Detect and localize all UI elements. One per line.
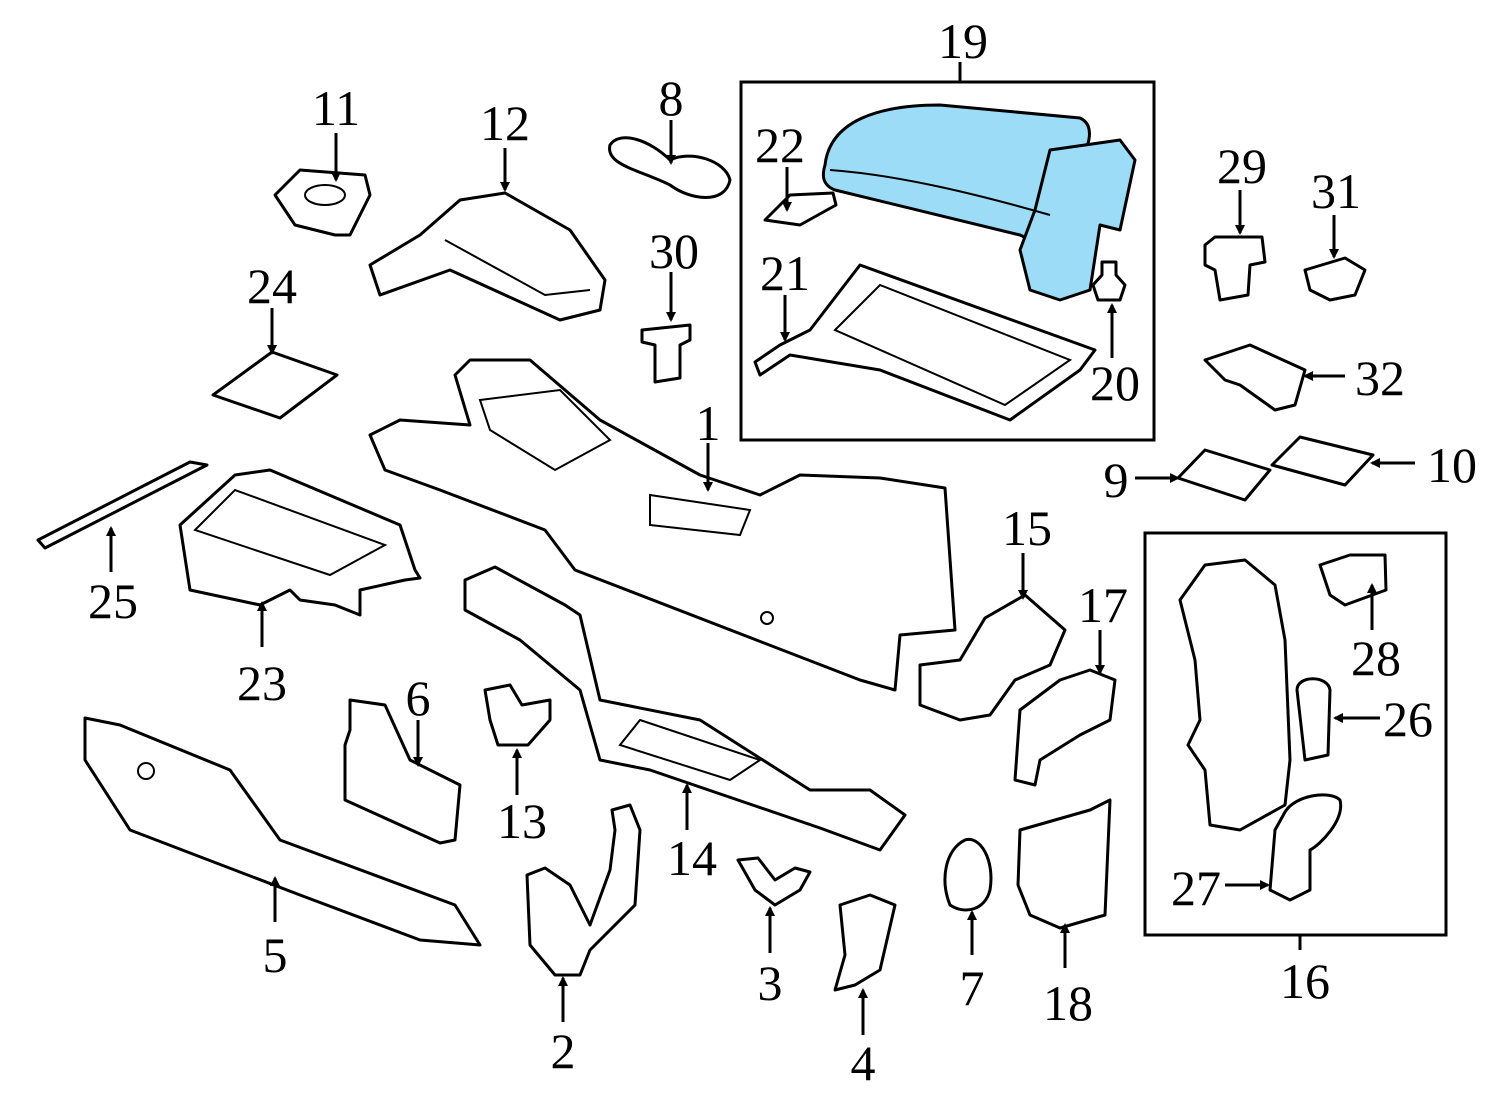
label-19: 19 xyxy=(938,13,988,69)
part-4-duct[interactable] xyxy=(833,893,897,992)
part-16-panel[interactable] xyxy=(1178,558,1292,832)
label-25: 25 xyxy=(88,573,138,629)
label-18: 18 xyxy=(1043,975,1093,1031)
label-15: 15 xyxy=(1002,500,1052,556)
group-box-16 xyxy=(1143,531,1448,937)
part-15-duct[interactable] xyxy=(918,593,1067,722)
label-8: 8 xyxy=(659,70,684,126)
part-2-bracket[interactable] xyxy=(525,803,642,977)
label-31: 31 xyxy=(1311,163,1361,219)
part-28-switch[interactable] xyxy=(1318,553,1388,607)
label-7: 7 xyxy=(960,960,985,1016)
part-1-console[interactable] xyxy=(368,358,957,692)
part-10-pad[interactable] xyxy=(1270,435,1375,487)
label-4: 4 xyxy=(851,1035,876,1091)
part-23-bin[interactable] xyxy=(178,468,422,617)
label-10: 10 xyxy=(1427,437,1477,493)
part-25-trim[interactable] xyxy=(36,460,209,550)
leader-arrows xyxy=(106,120,1415,1035)
part-3-clip[interactable] xyxy=(736,856,812,907)
part-13-clip[interactable] xyxy=(483,683,552,747)
part-21-armrest-base[interactable] xyxy=(753,263,1097,422)
label-22: 22 xyxy=(755,117,805,173)
part-30-switch[interactable] xyxy=(640,323,692,384)
label-6: 6 xyxy=(406,670,431,726)
label-24: 24 xyxy=(247,258,297,314)
label-13: 13 xyxy=(497,793,547,849)
part-18-bracket[interactable] xyxy=(1016,798,1112,930)
part-17-duct[interactable] xyxy=(1013,668,1117,787)
group-box-19 xyxy=(739,80,1156,442)
label-9: 9 xyxy=(1104,452,1129,508)
part-6-bracket[interactable] xyxy=(343,698,462,845)
part-19-armrest-lid[interactable] xyxy=(821,103,1137,302)
part-27-socket[interactable] xyxy=(1268,793,1343,902)
label-30: 30 xyxy=(649,223,699,279)
label-26: 26 xyxy=(1383,691,1433,747)
label-32: 32 xyxy=(1355,350,1405,406)
part-14-bracket[interactable] xyxy=(463,565,907,852)
part-20-clip[interactable] xyxy=(1091,260,1127,302)
label-14: 14 xyxy=(667,830,717,886)
part-32-bracket[interactable] xyxy=(1203,343,1307,412)
label-21: 21 xyxy=(760,245,810,301)
part-5-panel[interactable] xyxy=(83,716,482,947)
label-20: 20 xyxy=(1090,355,1140,411)
label-1: 1 xyxy=(696,395,721,451)
label-3: 3 xyxy=(758,955,783,1011)
label-16: 16 xyxy=(1280,953,1330,1009)
label-5: 5 xyxy=(263,927,288,983)
part-29-switch[interactable] xyxy=(1203,235,1267,302)
label-28: 28 xyxy=(1351,630,1401,686)
label-29: 29 xyxy=(1217,138,1267,194)
part-31-switch[interactable] xyxy=(1303,256,1367,302)
label-12: 12 xyxy=(480,95,530,151)
label-17: 17 xyxy=(1078,577,1128,633)
part-9-pad[interactable] xyxy=(1176,448,1272,502)
part-24-mat[interactable] xyxy=(211,350,339,420)
part-12-bezel[interactable] xyxy=(368,191,607,322)
label-2: 2 xyxy=(551,1023,576,1079)
part-26-socket[interactable] xyxy=(1295,677,1332,762)
label-11: 11 xyxy=(312,80,360,136)
label-27: 27 xyxy=(1171,860,1221,916)
part-11-tray[interactable] xyxy=(273,168,372,237)
label-23: 23 xyxy=(237,655,287,711)
part-8-mat[interactable] xyxy=(608,136,732,199)
part-22-pad[interactable] xyxy=(763,191,838,227)
part-7-cover[interactable] xyxy=(943,837,993,912)
